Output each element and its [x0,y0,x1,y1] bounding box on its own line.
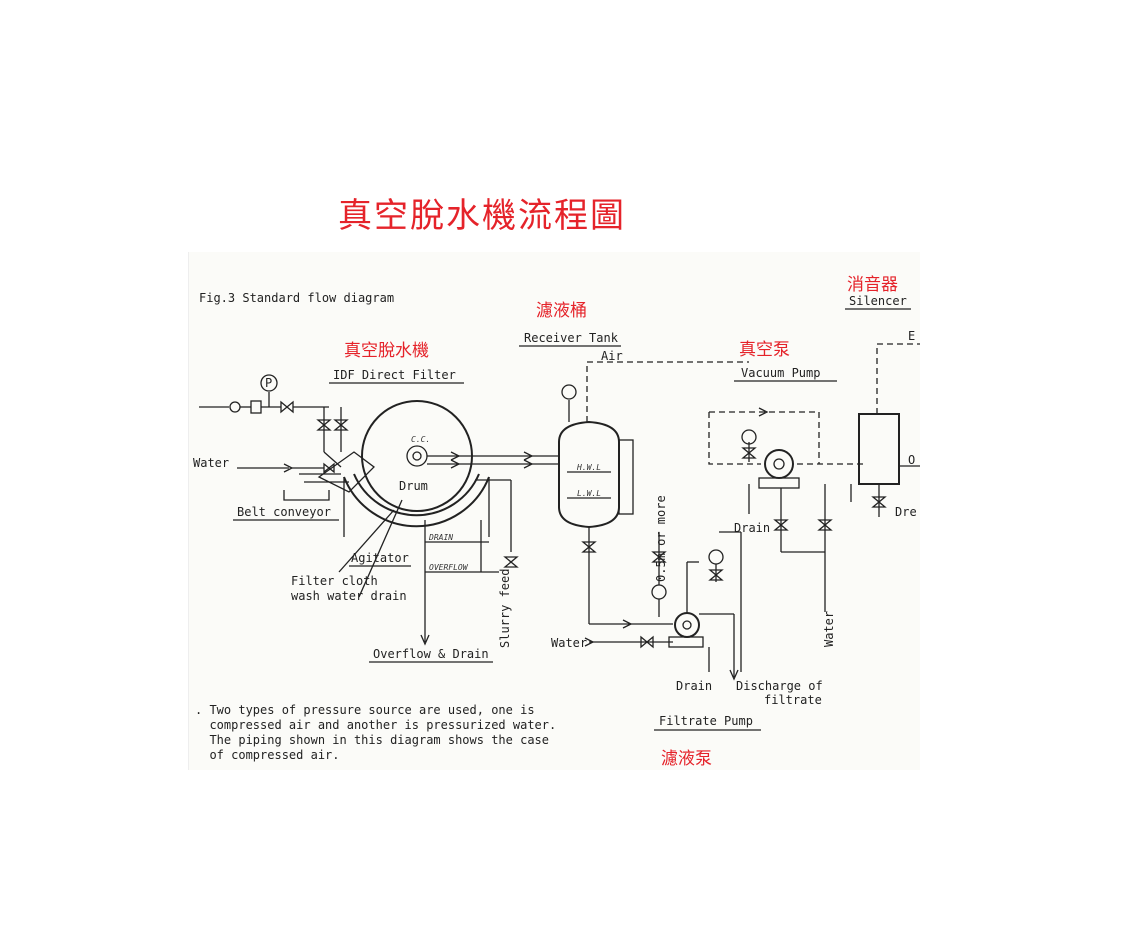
filtrate-pump [651,532,739,681]
vacuum-drum: C.C. Drum [343,400,490,537]
pressure-gauge-icon [260,374,278,392]
label-filter-cloth-1: Filter cloth [291,574,378,588]
air-supply-piping: P [199,374,349,468]
silencer [850,413,920,517]
label-air: Air [601,349,623,363]
flow-diagram: Fig.3 Standard flow diagram 真空脫水機 IDF Di… [193,275,920,769]
note-line-1: . Two types of pressure source are used,… [195,703,535,717]
svg-text:H.W.L: H.W.L [576,463,601,472]
label-silencer-cn: 消音器 [847,275,898,295]
label-drain-vacuum: Drain [734,521,770,535]
label-edge-e: E [908,329,915,343]
svg-text:C.C.: C.C. [411,435,430,444]
label-agitator: Agitator [351,551,409,565]
label-vacuum-pump: Vacuum Pump [741,366,820,380]
label-water-pump: Water [551,636,587,650]
label-height-note: 0.5m or more [654,495,668,582]
label-silencer: Silencer [849,294,907,308]
label-idf-filter: IDF Direct Filter [333,368,456,382]
label-filtrate-pump-cn: 濾液泵 [661,749,712,769]
label-filter-cn: 真空脫水機 [344,341,429,361]
note-line-4: of compressed air. [195,748,340,762]
flow-diagram-sheet: Fig.3 Standard flow diagram 真空脫水機 IDF Di… [188,252,920,770]
label-drum: Drum [399,479,428,493]
receiver-gauge-icon [561,384,577,400]
diagram-title-cn: 真空脫水機流程圖 [338,196,626,236]
label-water-right: Water [822,611,836,647]
figure-caption: Fig.3 Standard flow diagram [199,291,394,305]
receiver-tank: H.W.L L.W.L [558,384,634,529]
label-receiver-cn: 濾液桶 [536,301,587,321]
scraper-blade [317,451,375,493]
label-filtrate-pump: Filtrate Pump [659,714,753,728]
label-drain-bottom: Drain [676,679,712,693]
label-discharge-2: filtrate [764,693,822,707]
label-overflow-drain: Overflow & Drain [373,647,489,661]
label-discharge-1: Discharge of [736,679,823,693]
label-overflow-small: OVERFLOW [429,563,469,572]
label-drain-right: Dre [895,505,917,519]
label-water-left: Water [193,456,229,470]
svg-text:L.W.L: L.W.L [577,489,601,498]
note-line-2: compressed air and another is pressurize… [195,718,556,732]
label-drain-small: DRAIN [428,533,453,542]
label-belt-conveyor: Belt conveyor [237,505,331,519]
label-receiver-tank: Receiver Tank [524,331,619,345]
label-vacuum-cn: 真空泵 [739,340,790,360]
vacuum-pump [741,429,833,612]
gauge-p-label: P [265,376,272,390]
label-filter-cloth-2: wash water drain [291,589,407,603]
notes: . Two types of pressure source are used,… [195,703,556,762]
note-line-3: The piping shown in this diagram shows t… [195,733,549,747]
label-edge-o: O [908,453,915,467]
label-slurry-feed: Slurry feed [498,569,512,648]
